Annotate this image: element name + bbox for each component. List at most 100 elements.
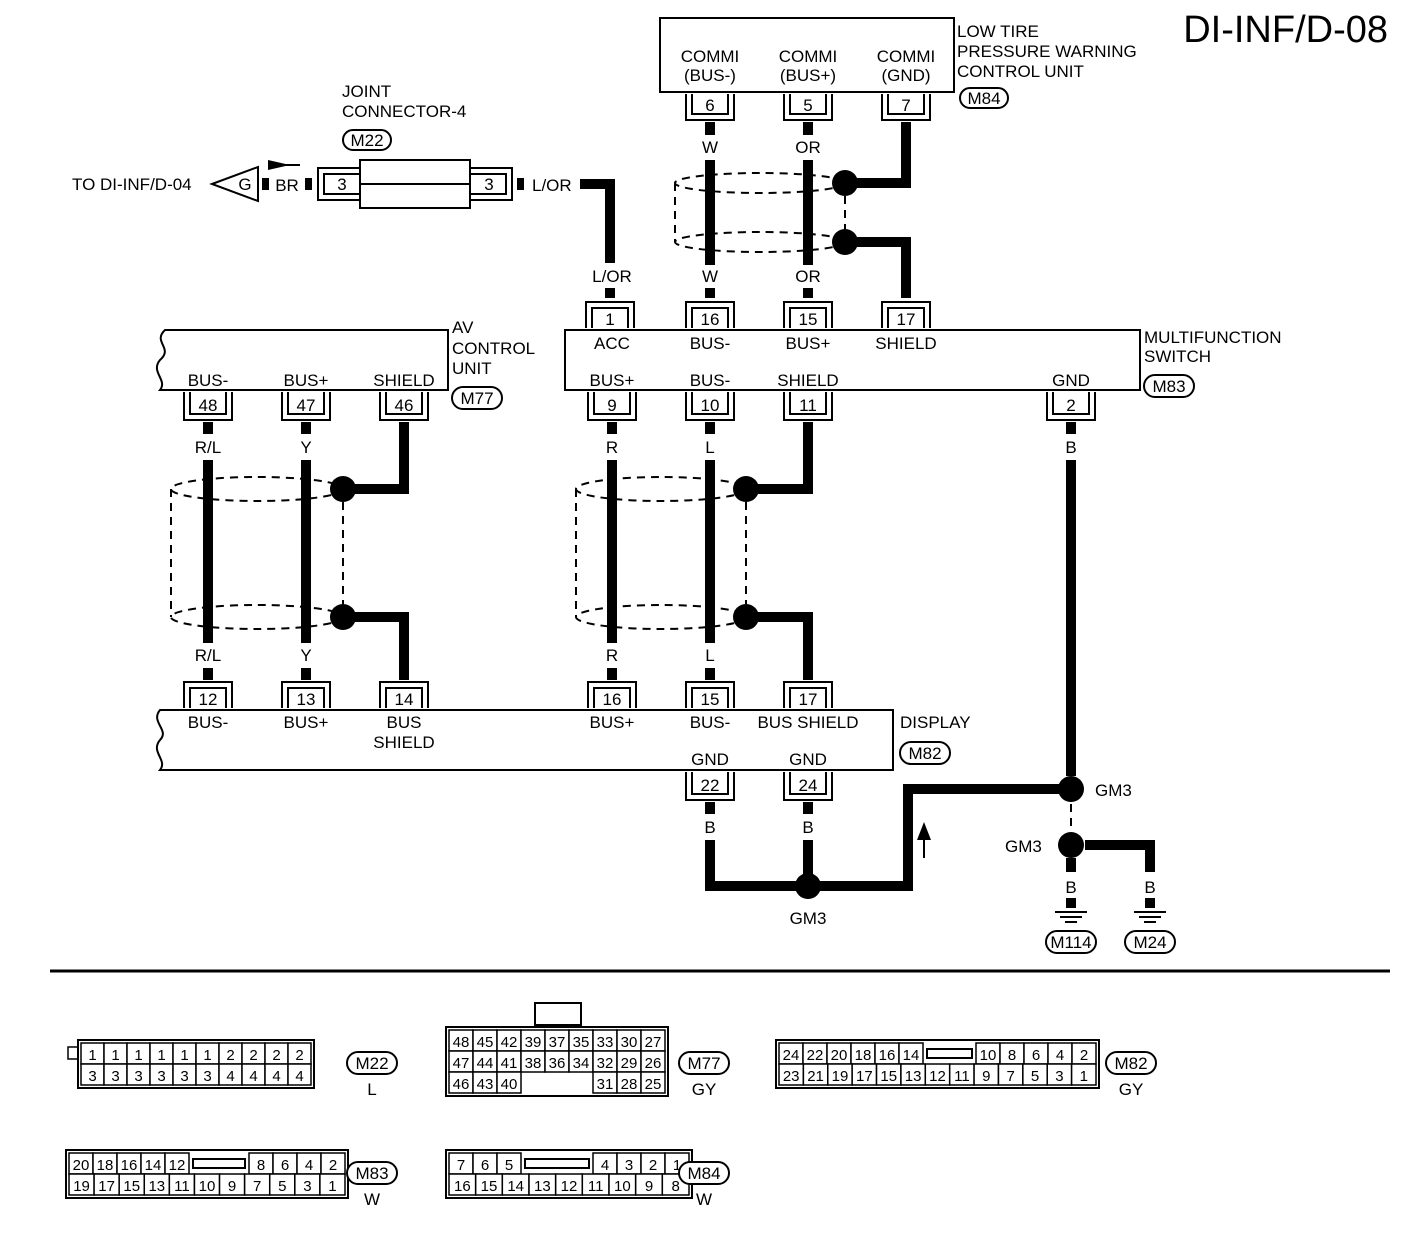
m84-pin-1: 1 bbox=[673, 1157, 681, 1174]
low-tire-term-1-label-2: (BUS-) bbox=[684, 66, 736, 85]
m77-pin-40: 40 bbox=[501, 1076, 518, 1093]
m84-pin-3: 3 bbox=[625, 1157, 633, 1174]
low-tire-term-1-label-1: COMMI bbox=[681, 47, 740, 66]
m83-pin-20: 20 bbox=[73, 1157, 90, 1174]
low-tire-name-1: LOW TIRE bbox=[957, 22, 1039, 41]
av-label-bus-minus: BUS- bbox=[188, 371, 229, 390]
av-label-shield: SHIELD bbox=[373, 371, 434, 390]
m84-pin-5: 5 bbox=[505, 1157, 513, 1174]
av-pin-46: 46 bbox=[395, 396, 414, 415]
wire-color-or-top: OR bbox=[795, 138, 821, 157]
m77-pin-42: 42 bbox=[501, 1034, 518, 1051]
display-connector-id: M82 bbox=[908, 744, 941, 763]
m77-pin-39: 39 bbox=[525, 1034, 542, 1051]
multifunction-connector-id: M83 bbox=[1152, 377, 1185, 396]
m83-pin-1: 1 bbox=[328, 1178, 336, 1195]
wire-color-or-bottom: OR bbox=[795, 267, 821, 286]
m77-id-oval bbox=[678, 1051, 730, 1075]
m77-pin-48: 48 bbox=[453, 1034, 470, 1051]
m82-pin-22: 22 bbox=[807, 1047, 824, 1064]
m84-pin-7: 7 bbox=[457, 1157, 465, 1174]
m77-housing bbox=[445, 1026, 669, 1097]
av-name-3: UNIT bbox=[452, 359, 492, 378]
m82-pin-14: 14 bbox=[903, 1047, 920, 1064]
joint-pin-left: 3 bbox=[337, 175, 346, 194]
m82-label-bus-plus-1: BUS+ bbox=[284, 713, 329, 732]
m82-pin-6: 6 bbox=[1032, 1047, 1040, 1064]
wire-color-y-bottom: Y bbox=[300, 646, 311, 665]
m82-pin-12: 12 bbox=[199, 690, 218, 709]
m77-pin-29: 29 bbox=[621, 1055, 638, 1072]
joint-name-2: CONNECTOR-4 bbox=[342, 102, 466, 121]
m77-pin-47: 47 bbox=[453, 1055, 470, 1072]
wire-color-l-bottom: L bbox=[705, 646, 714, 665]
wire-color-lor-bottom: L/OR bbox=[592, 267, 632, 286]
m77-pin-34: 34 bbox=[573, 1055, 590, 1072]
m83-pin-9: 9 bbox=[228, 1178, 236, 1195]
m83-pin-14: 14 bbox=[145, 1157, 162, 1174]
m83-pin-9: 9 bbox=[607, 396, 616, 415]
low-tire-name-3: CONTROL UNIT bbox=[957, 62, 1084, 81]
m77-cell bbox=[496, 1071, 522, 1094]
m22-pin-3: 3 bbox=[111, 1068, 119, 1085]
joint-name-1: JOINT bbox=[342, 82, 391, 101]
ground-m24: M24 bbox=[1133, 933, 1166, 952]
m84-pin-12: 12 bbox=[561, 1178, 578, 1195]
av-connector-id: M77 bbox=[460, 389, 493, 408]
splice-gm3-bottom: GM3 bbox=[790, 909, 827, 928]
m82-label-bus-minus-1: BUS- bbox=[188, 713, 229, 732]
m84-pin-9: 9 bbox=[645, 1178, 653, 1195]
m82-pin-20: 20 bbox=[831, 1047, 848, 1064]
m22-pin-1: 1 bbox=[111, 1047, 119, 1064]
m82-label-bus-minus-2: BUS- bbox=[690, 713, 731, 732]
m77-pin-31: 31 bbox=[597, 1076, 614, 1093]
m77-pin-30: 30 bbox=[621, 1034, 638, 1051]
low-tire-control-unit: LOW TIRE PRESSURE WARNING CONTROL UNIT M… bbox=[659, 17, 1137, 121]
ground-m114: M114 bbox=[1050, 933, 1091, 952]
display-unit: DISPLAY M82 12 BUS- 13 BUS+ 14 BUS SHIEL… bbox=[155, 681, 971, 801]
m82-pin-2: 2 bbox=[1080, 1047, 1088, 1064]
av-label-bus-plus: BUS+ bbox=[284, 371, 329, 390]
m84-pin-11: 11 bbox=[588, 1178, 604, 1195]
multifunction-name-1: MULTIFUNCTION bbox=[1144, 328, 1282, 347]
m82-label-bus-shield-a: BUS bbox=[387, 713, 422, 732]
m22-pin-2: 2 bbox=[249, 1047, 257, 1064]
m83-pin-15: 15 bbox=[123, 1178, 140, 1195]
m77-pin-41: 41 bbox=[501, 1055, 518, 1072]
m77-pin-44: 44 bbox=[477, 1055, 494, 1072]
m83-pin-13: 13 bbox=[148, 1178, 165, 1195]
m82-pin-13: 13 bbox=[905, 1068, 922, 1085]
m77-pin-32: 32 bbox=[597, 1055, 614, 1072]
m83-pin-3: 3 bbox=[303, 1178, 311, 1195]
wire-color-y-top: Y bbox=[300, 438, 311, 457]
wire-color-br: BR bbox=[275, 176, 299, 195]
m84-pin-15: 15 bbox=[481, 1178, 498, 1195]
wires-m83-display: R R L L bbox=[575, 422, 813, 680]
wire-color-b-22: B bbox=[704, 818, 715, 837]
m22-pin-1: 1 bbox=[203, 1047, 211, 1064]
m22-pin-1: 1 bbox=[157, 1047, 165, 1064]
wire-color-rl-top: R/L bbox=[195, 438, 221, 457]
low-tire-pin-7: 7 bbox=[901, 96, 910, 115]
m22-pin-3: 3 bbox=[88, 1068, 96, 1085]
multifunction-name-2: SWITCH bbox=[1144, 347, 1211, 366]
joint-to-letter: G bbox=[238, 175, 251, 194]
m82-pin-3: 3 bbox=[1055, 1068, 1063, 1085]
m83-pin-18: 18 bbox=[97, 1157, 114, 1174]
wire-color-b-gnd1: B bbox=[1065, 878, 1076, 897]
m82-label-bus-plus-2: BUS+ bbox=[590, 713, 635, 732]
m77-lock bbox=[534, 1002, 582, 1026]
m77-cell bbox=[640, 1071, 666, 1094]
m22-pin-4: 4 bbox=[226, 1068, 234, 1085]
m83-pin-11: 11 bbox=[799, 396, 817, 415]
m77-pin-35: 35 bbox=[573, 1034, 590, 1051]
m77-pin-33: 33 bbox=[597, 1034, 614, 1051]
m82-pin-8: 8 bbox=[1008, 1047, 1016, 1064]
m22-color: L bbox=[367, 1080, 376, 1099]
m82-label-bus-shield-b: SHIELD bbox=[373, 733, 434, 752]
m77-id: M77 bbox=[687, 1054, 720, 1073]
m82-pin-17: 17 bbox=[799, 690, 818, 709]
m82-pin-13: 13 bbox=[297, 690, 316, 709]
av-name-2: CONTROL bbox=[452, 339, 535, 358]
m83-pin-5: 5 bbox=[278, 1178, 286, 1195]
